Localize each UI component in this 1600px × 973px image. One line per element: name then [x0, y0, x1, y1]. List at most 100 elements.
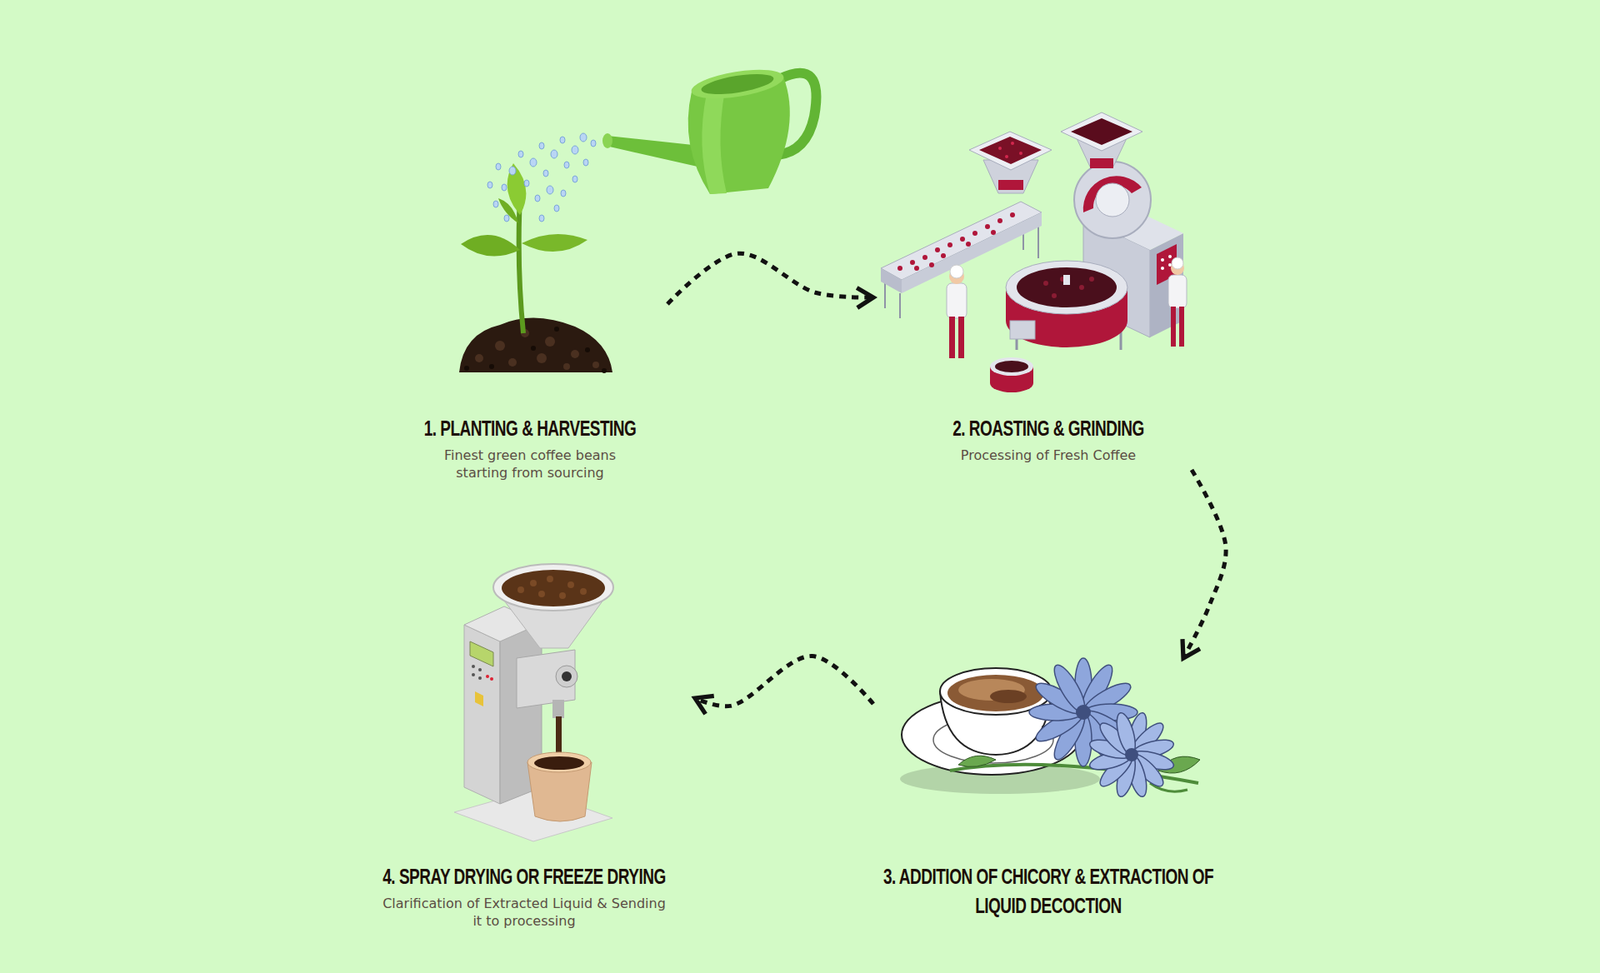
plant-illustration: [536, 353, 547, 364]
roasting-machine: [960, 236, 965, 242]
roasting-machine: [1090, 158, 1114, 169]
water-drops: [560, 136, 565, 144]
water-drops: [539, 142, 545, 150]
roasting-machine: [990, 357, 1034, 376]
grinder-machine: [530, 580, 537, 587]
chicory-flower: [1087, 710, 1175, 799]
water-drops: [543, 170, 549, 177]
water-drops: [495, 163, 501, 170]
grinder-machine: [471, 665, 482, 680]
water-drops: [535, 195, 540, 202]
water-drops: [583, 159, 589, 166]
plant-illustration: [460, 235, 520, 256]
roasting-machine: [914, 265, 920, 271]
roasting-machine: [1005, 155, 1009, 159]
grinder-machine: [475, 691, 484, 707]
process-step: 3. ADDITION OF CHICORY & EXTRACTION OF L…: [873, 658, 1224, 931]
roasting-machine: [985, 224, 990, 230]
plant-illustration: [459, 317, 613, 373]
grinder-machine: [490, 677, 494, 681]
worker-figures: [946, 257, 1187, 359]
roasting-machine: [1063, 275, 1070, 285]
process-step: 4. SPRAY DRYING OR FREEZE DRYINGClarific…: [353, 541, 695, 936]
worker-figures: [1171, 257, 1184, 270]
plant-illustration: [601, 368, 607, 374]
grinder-machine: [517, 575, 587, 600]
step-description: Processing of Fresh Coffee: [960, 447, 1136, 465]
process-step: 2. ROASTING & GRINDINGProcessing of Fres…: [873, 104, 1224, 470]
grinder-machine: [470, 641, 494, 667]
coffee-cup: [990, 690, 1027, 704]
roasting-machine: [979, 136, 1042, 165]
grinder-machine: [493, 564, 614, 611]
worker-figures: [958, 316, 965, 359]
grinder-machine: [485, 675, 490, 679]
roasting-machine: [1010, 212, 1015, 218]
plant-illustration: [519, 195, 524, 334]
grinder-machine: [501, 570, 605, 607]
flow-arrow: [667, 253, 874, 305]
roasting-machine: [1010, 320, 1035, 340]
roasting-machine: [897, 212, 1015, 271]
roasting-machine: [910, 260, 915, 265]
roasting-machine: [947, 242, 953, 248]
chicory-flower: [1125, 748, 1139, 762]
roasting-machine: [1005, 260, 1128, 315]
grinder-machine: [454, 564, 614, 842]
step-description: Finest green coffee beans starting from …: [425, 447, 635, 483]
flow-arrow: [1183, 470, 1226, 659]
roasting-machine: [1160, 266, 1165, 270]
step-heading: 3. ADDITION OF CHICORY & EXTRACTION OF L…: [873, 862, 1224, 920]
roasting-machine: [880, 268, 902, 294]
watering-can: [701, 90, 727, 195]
roasting-machine: [998, 141, 1023, 159]
roasting-machine: [969, 131, 1052, 170]
roasting-machine: [990, 230, 996, 235]
coffee-cup: [947, 675, 1045, 712]
coffee-cup: [534, 756, 585, 770]
coffee-cup: [527, 752, 592, 822]
step-description: Clarification of Extracted Liquid & Send…: [382, 895, 666, 931]
plant-illustration: [530, 345, 536, 351]
water-drops: [530, 158, 537, 167]
plant-illustration: [545, 336, 555, 347]
plant-illustration: [495, 340, 505, 351]
flow-arrow: [695, 656, 874, 707]
worker-figures: [946, 283, 967, 319]
plant-illustration: [521, 234, 588, 252]
grinder-machine: [478, 676, 482, 680]
roasting-machine: [1070, 118, 1133, 145]
roasting-machine: [940, 253, 946, 259]
water-drops: [509, 166, 516, 175]
roasting-machine: [1079, 285, 1085, 290]
roasting-machine: [1016, 267, 1117, 308]
water-drops: [539, 215, 545, 222]
grinder-machine: [580, 588, 587, 595]
water-drops: [590, 140, 596, 147]
worker-figures: [1168, 275, 1187, 309]
chicory-flower: [950, 658, 1200, 800]
grinder-machine: [516, 650, 575, 709]
grinder-machine: [552, 700, 565, 719]
watering-can: [602, 64, 816, 195]
roasting-machine: [935, 247, 940, 253]
grinder-machine: [517, 586, 525, 594]
water-drops: [560, 190, 566, 197]
roasting-machine: [1160, 255, 1172, 270]
plant-illustration: [554, 326, 560, 332]
roasting-machine: [884, 283, 886, 309]
roasting-machine: [1074, 161, 1151, 239]
grinder-machine: [485, 675, 494, 681]
water-drops: [546, 185, 554, 195]
roasting-machine: [1051, 293, 1057, 299]
watering-can: [689, 64, 785, 104]
chicory-flower: [958, 755, 996, 767]
plant-illustration: [498, 198, 519, 224]
roasting-machine: [972, 230, 978, 236]
roasting-machine: [1037, 226, 1040, 259]
worker-figures: [1179, 306, 1185, 347]
plant-illustration: [475, 329, 600, 370]
